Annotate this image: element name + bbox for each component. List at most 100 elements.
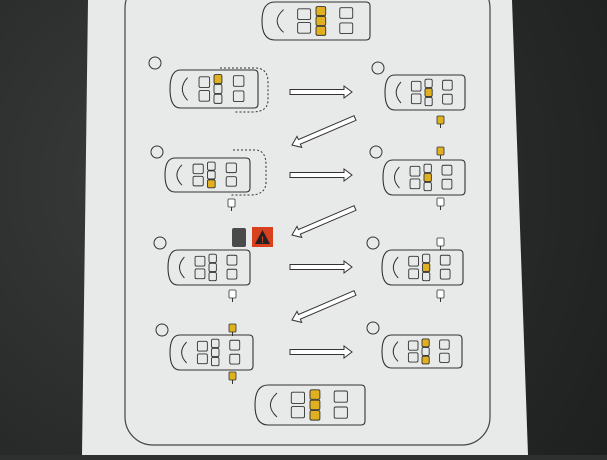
seat [229,339,241,351]
highlighted-seat [309,399,321,411]
highlighted-seat [315,25,327,36]
car-body [169,334,254,371]
seat [439,339,450,350]
step-number-5 [153,236,167,250]
seat [297,22,312,34]
car-body [261,1,371,41]
removed-seat-icon [232,228,246,247]
seat [408,268,419,280]
seat [192,175,204,187]
highlighted-seat [207,179,216,189]
seat [198,90,211,102]
seat [424,78,433,88]
detached-seat-icon [436,115,445,128]
seat [333,390,348,403]
detached-seat-icon [436,146,445,159]
highlighted-seat [424,87,433,98]
seat [421,347,430,356]
step-number-7 [155,323,169,337]
car-body [169,69,259,109]
arrow-step-3-to-4 [289,168,353,182]
detached-seat-icon [436,237,445,250]
seat [439,268,451,280]
detached-seat-icon [227,198,236,211]
step-4-car [382,159,466,196]
seat [232,90,245,102]
seat [290,406,305,419]
seat [339,22,354,34]
step-2-car [384,74,466,111]
sheet-frame [124,0,491,446]
step-6-car [381,249,464,286]
seat [422,271,431,282]
seat [213,93,223,104]
seat [409,165,421,177]
seat [232,75,245,87]
seat [196,353,208,365]
seat [442,79,453,91]
highlighted-seat [422,262,431,273]
seat [439,352,450,363]
seat [439,254,451,266]
seat [441,164,453,176]
arrow-step-6-to-7 [291,290,357,324]
warning-symbol: ! [261,235,264,245]
seat [441,178,453,190]
highlighted-seat [423,172,432,183]
seat [213,83,223,94]
seat [409,178,421,190]
seat [194,255,206,267]
seat [297,8,312,20]
car-body [381,334,463,369]
top-car [261,1,371,41]
car-body [381,249,464,286]
step-number-8 [366,321,380,335]
car-body [384,74,466,111]
arrow-step-2-to-3 [291,115,357,149]
detached-seat-icon [228,371,237,384]
seat [225,176,237,187]
highlighted-seat [309,410,321,421]
seat [442,93,453,105]
highlighted-seat [309,389,321,400]
step-8-car [381,334,463,369]
seat [423,181,432,192]
bottom-car [254,384,366,426]
seat [229,353,241,365]
seat [339,7,354,19]
seat [207,161,216,171]
seat [208,262,217,273]
car-body [254,384,366,426]
arrow-step-7-to-8 [289,345,353,359]
seat [192,163,204,175]
seat [424,96,433,107]
seat [407,340,419,351]
detached-seat-icon [436,289,445,302]
seat [226,254,238,266]
highlighted-seat [315,6,327,17]
arrow-step-4-to-5 [291,205,357,239]
seat [290,391,305,404]
seat [423,163,432,173]
seat [211,356,220,367]
step-number-4 [369,145,383,159]
seat [208,253,217,263]
seat [211,347,220,358]
step-number-6 [366,236,380,250]
detached-seat-icon [436,197,445,210]
seat-move-path [220,67,269,196]
warning-triangle-icon: ! [252,227,273,247]
seat [422,253,431,263]
seat [194,268,206,280]
seat [226,268,238,280]
step-number-3 [150,145,164,159]
seat [407,352,419,363]
seat [207,170,216,180]
seat [225,162,237,174]
step-number-1 [148,56,162,70]
highlighted-seat [421,355,430,365]
highlighted-seat [315,15,327,26]
seat [333,406,348,419]
detached-seat-icon [228,323,237,336]
